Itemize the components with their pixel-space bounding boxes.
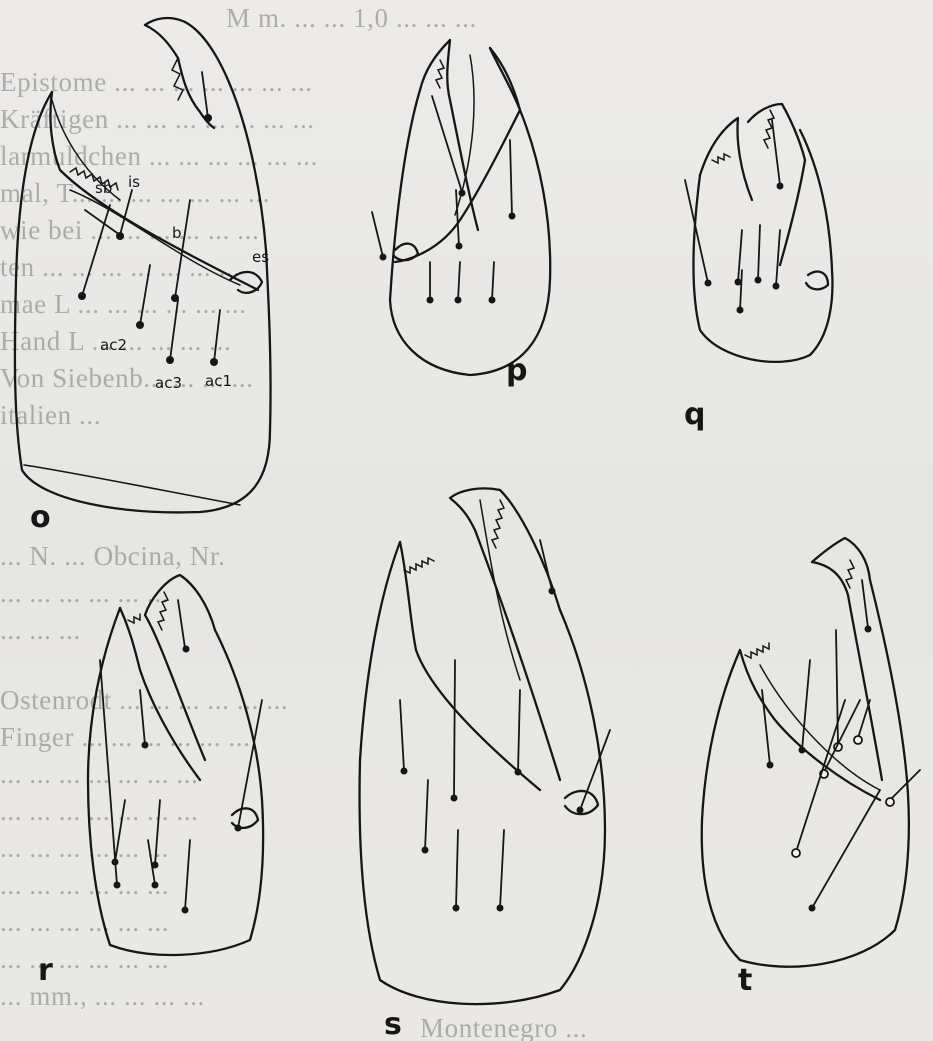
figure-q-chela: q [684,104,832,432]
figure-label-s: s [384,1007,402,1041]
figure-r-chela: r [38,575,263,988]
figure-label-t: t [738,963,752,998]
figure-label-o: o [30,500,51,535]
figure-t-chela: t [702,538,920,998]
figure-s-chela: s [360,488,610,1041]
label-b: b [172,224,182,242]
figure-o-chela: sb is b es ac2 ac3 ac1 o [15,18,271,535]
figure-label-q: q [684,397,705,432]
label-ac2: ac2 [100,336,127,354]
figure-p-chela: p [372,40,550,388]
figure-label-p: p [506,353,527,388]
label-es: es [252,248,269,266]
label-sb: sb [95,179,112,197]
label-ac1: ac1 [205,372,232,390]
label-is: is [128,173,140,191]
label-ac3: ac3 [155,374,182,392]
figure-label-r: r [38,953,53,988]
